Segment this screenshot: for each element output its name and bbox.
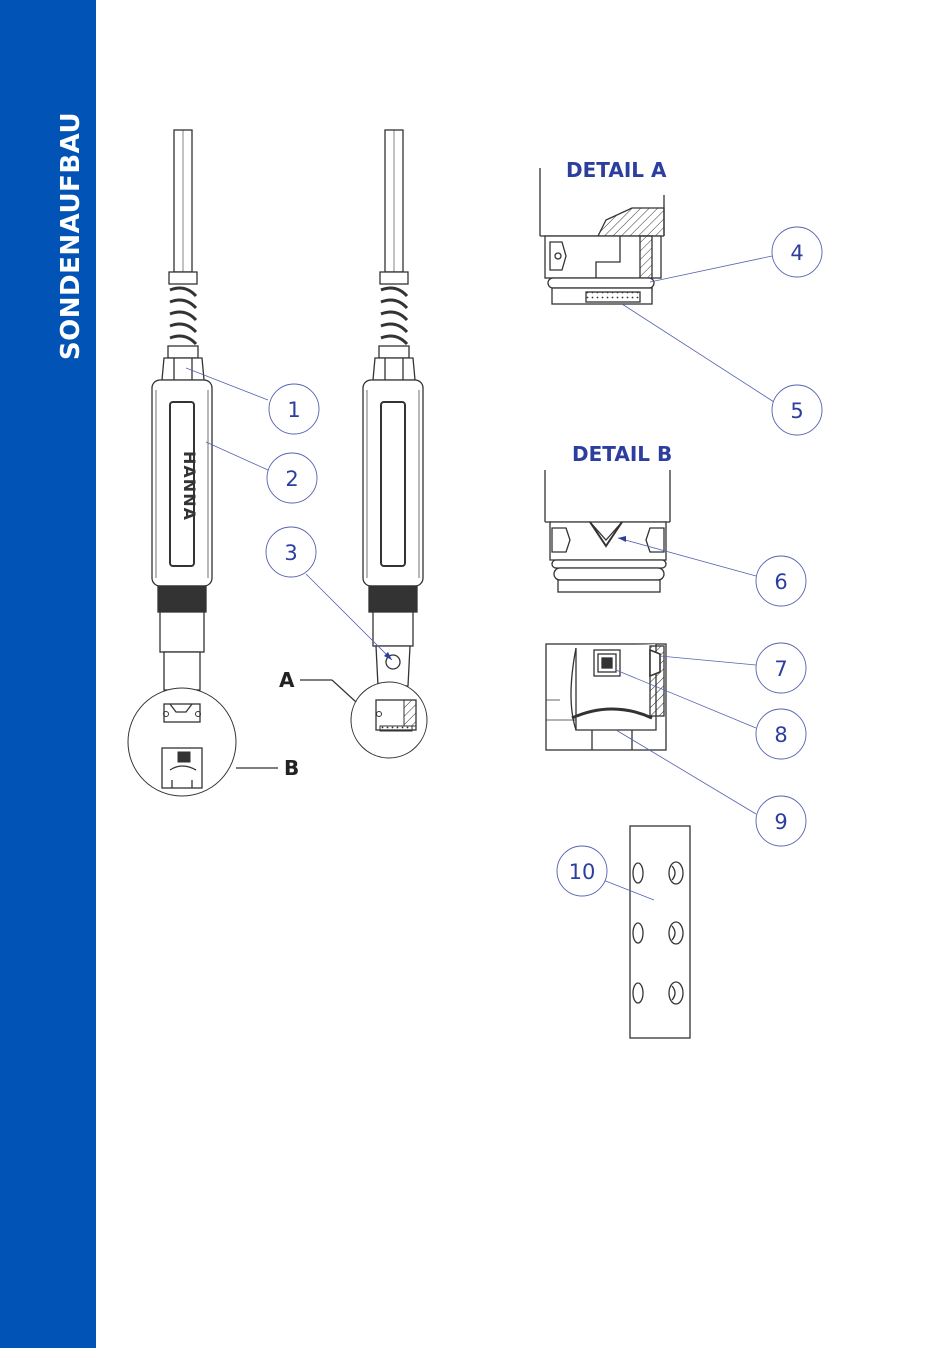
detail-a-title: DETAIL A [566,158,667,182]
callout-9: 9 [756,796,806,846]
thread-right [369,586,417,612]
callout-8: 8 [756,709,806,759]
detail-a-magnifier [351,682,427,758]
callout-label: 10 [569,860,596,884]
callout-label: 8 [774,723,787,747]
callout-label: 1 [287,398,300,422]
callout-2: 2 [267,453,317,503]
detail-b-drawing [545,470,670,592]
detail-a-drawing [540,168,664,304]
detail-b-magnifier [128,688,236,796]
callout-label: 2 [285,467,298,491]
strain-relief-right [381,288,407,344]
callout-label: 9 [774,810,787,834]
protective-guard [630,826,690,1038]
callout-label: 4 [790,241,803,265]
leader-lines [186,256,774,900]
detail-a-letter: A [279,668,295,692]
hex-nut-right [373,358,415,380]
callout-6: 6 [756,556,806,606]
callout-label: 6 [774,570,787,594]
strain-relief-left [170,288,196,344]
callout-1: 1 [269,384,319,434]
hex-nut-left [162,358,204,380]
detail-b-title: DETAIL B [572,442,672,466]
callout-7: 7 [756,643,806,693]
callout-label: 7 [774,657,787,681]
brand-logo: HANNA [180,451,199,521]
callout-5: 5 [772,385,822,435]
probe-right [363,130,423,686]
callout-10: 10 [557,846,607,896]
detail-b-letter: B [284,756,299,780]
probe-left [152,130,212,690]
callout-label: 5 [790,399,803,423]
sensor-section-drawing [546,644,666,750]
thread-left [158,586,206,612]
callout-3: 3 [266,527,316,577]
callout-label: 3 [284,541,297,565]
callout-4: 4 [772,227,822,277]
